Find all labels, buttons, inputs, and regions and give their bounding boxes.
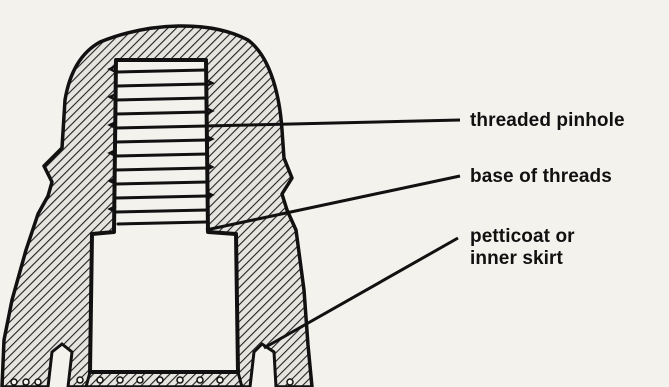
petticoat-label-line2: inner skirt — [470, 248, 575, 270]
petticoat-label: petticoat or inner skirt — [470, 226, 575, 270]
threaded-pinhole-label: threaded pinhole — [470, 110, 625, 132]
base-of-threads-label: base of threads — [470, 166, 612, 188]
petticoat-label-line1: petticoat or — [470, 226, 575, 248]
